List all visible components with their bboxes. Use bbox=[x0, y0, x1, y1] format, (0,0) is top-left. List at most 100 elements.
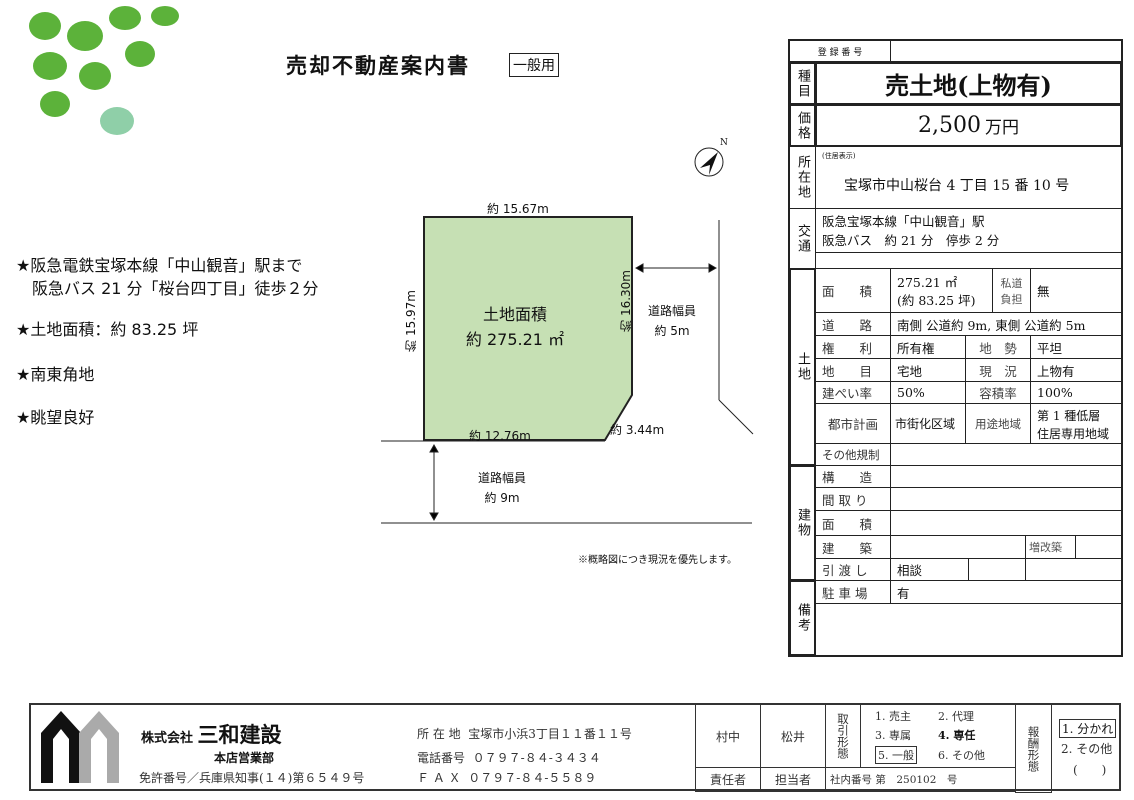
dim-corner: 約 3.44m bbox=[610, 423, 665, 437]
city-value: 市街化区域 bbox=[890, 403, 966, 444]
city-label: 都市計画 bbox=[815, 403, 891, 444]
point: ★阪急電鉄宝塚本線「中山観音」駅まで bbox=[16, 256, 303, 275]
building-label: 建物 bbox=[789, 465, 816, 581]
area-label: 面 積 bbox=[815, 268, 891, 313]
right-label: 権 利 bbox=[815, 335, 891, 359]
footer: 株式会社 三和建設 本店営業部 免許番号／兵庫県知事(１４)第６５４９号 所 在… bbox=[29, 703, 1121, 793]
staff-person: 松井 bbox=[760, 704, 826, 768]
deal-option: 1. 売主 bbox=[875, 710, 911, 724]
point: ★南東角地 bbox=[16, 365, 95, 384]
other-label: その他規制 bbox=[815, 443, 891, 466]
fee-option: ( ) bbox=[1073, 763, 1107, 777]
responsible-label: 責任者 bbox=[695, 767, 761, 792]
company-prefix: 株式会社 bbox=[141, 731, 194, 746]
dim-top: 約 15.67m bbox=[487, 202, 549, 216]
road-value: 南側 公道約 9m, 東側 公道約 5m bbox=[890, 312, 1122, 336]
company-logo bbox=[41, 711, 119, 783]
south-road-label: 道路幅員約 9m bbox=[478, 471, 527, 505]
fee-option: 2. その他 bbox=[1061, 742, 1113, 756]
far-label: 容積率 bbox=[965, 381, 1031, 404]
terrain-value: 平坦 bbox=[1030, 335, 1122, 359]
east-road-label: 道路幅員約 5m bbox=[648, 304, 697, 338]
diagram-note: ※概略図につき現況を優先します。 bbox=[578, 555, 737, 566]
reg-label: 登 録 番 号 bbox=[789, 40, 891, 62]
parking-value: 有 bbox=[890, 580, 1122, 604]
handover-extra bbox=[968, 558, 1026, 581]
title-badge: 一般用 bbox=[509, 53, 559, 77]
layout-label: 間 取 り bbox=[815, 487, 891, 511]
handover-value: 相談 bbox=[890, 558, 969, 581]
road-label: 道 路 bbox=[815, 312, 891, 336]
page-title: 売却不動産案内書 bbox=[286, 53, 470, 78]
far-value: 100% bbox=[1030, 381, 1122, 404]
bcr-value: 50% bbox=[890, 381, 966, 404]
tel: ０７９７-８４-３４３４ bbox=[472, 751, 601, 765]
parking-label: 駐 車 場 bbox=[815, 580, 891, 604]
traffic-value: 阪急宝塚本線「中山観音」駅阪急バス 約 21 分 停歩 2 分 bbox=[815, 208, 1122, 253]
east-road-arrow bbox=[634, 263, 718, 273]
dim-left: 約 15.97m bbox=[404, 290, 418, 352]
internal-number: 社内番号 第 250102 号 bbox=[825, 767, 1016, 792]
price-value: 2,500 万円 bbox=[815, 104, 1122, 147]
license: 免許番号／兵庫県知事(１４)第６５４９号 bbox=[139, 771, 365, 785]
area-label: 土地面積約 275.21 ㎡ bbox=[465, 305, 565, 349]
dim-right: 約 16.30m bbox=[619, 270, 633, 332]
fax: ０７９７-８４-５５８９ bbox=[468, 771, 597, 785]
built-label: 建 築 bbox=[815, 535, 891, 559]
category-label: 地 目 bbox=[815, 358, 891, 382]
type-label: 種目 bbox=[789, 62, 816, 105]
loc-value: (住居表示)宝塚市中山桜台 4 丁目 15 番 10 号 bbox=[815, 146, 1122, 209]
traffic-label: 交通 bbox=[789, 208, 816, 269]
compass-icon bbox=[694, 147, 724, 177]
addr-label: 所 在 地 bbox=[417, 727, 461, 741]
struct-label: 構 造 bbox=[815, 465, 891, 488]
traffic-extra bbox=[815, 252, 1122, 269]
renovation-value bbox=[1075, 535, 1122, 559]
price-label: 価格 bbox=[789, 104, 816, 147]
fee-type-label: 報酬形態 bbox=[1015, 704, 1052, 793]
selling-points: ★阪急電鉄宝塚本線「中山観音」駅まで 阪急バス 21 分「桜台四丁目」徒歩２分 … bbox=[16, 254, 319, 429]
addr: 宝塚市小浜3丁目１１番１１号 bbox=[468, 727, 632, 741]
area-value: 275.21 ㎡(約 83.25 坪) bbox=[890, 268, 993, 313]
lot-shape bbox=[423, 216, 633, 441]
deal-option: 6. その他 bbox=[938, 748, 985, 762]
company-name: 三和建設 bbox=[197, 722, 282, 747]
tel-label: 電話番号 bbox=[417, 751, 466, 765]
dim-bottom: 約 12.76m bbox=[469, 429, 531, 443]
handover-label: 引 渡 し bbox=[815, 558, 891, 581]
other-value bbox=[890, 443, 1122, 466]
built-value bbox=[890, 535, 1026, 559]
terrain-label: 地 勢 bbox=[965, 335, 1031, 359]
struct-value bbox=[890, 465, 1122, 488]
private-road-value: 無 bbox=[1030, 268, 1122, 313]
staff-label: 担当者 bbox=[760, 767, 826, 792]
south-road-arrow bbox=[429, 443, 439, 522]
loc-label: 所在地 bbox=[789, 146, 816, 209]
type-value: 売土地(上物有) bbox=[815, 62, 1122, 105]
zone-value: 第 1 種低層住居専用地域 bbox=[1030, 403, 1122, 444]
point: 阪急バス 21 分「桜台四丁目」徒歩２分 bbox=[16, 279, 319, 298]
building-area-value bbox=[890, 510, 1122, 536]
private-road-label: 私道負担 bbox=[992, 268, 1031, 313]
reg-value bbox=[890, 40, 1122, 62]
deal-option-selected: 5. 一般 bbox=[875, 745, 917, 764]
land-label: 土地 bbox=[789, 268, 816, 466]
renovation-label: 増改築 bbox=[1025, 535, 1076, 559]
handover-extra-2 bbox=[1025, 558, 1122, 581]
deal-option: 2. 代理 bbox=[938, 710, 974, 724]
category-value: 宅地 bbox=[890, 358, 966, 382]
building-area-label: 面 積 bbox=[815, 510, 891, 536]
status-label: 現 況 bbox=[965, 358, 1031, 382]
fax-label: Ｆ Ａ Ｘ bbox=[417, 771, 461, 785]
remarks-value bbox=[815, 603, 1122, 656]
remarks-label: 備考 bbox=[789, 580, 816, 656]
zone-label: 用途地域 bbox=[965, 403, 1031, 444]
leaves-decoration bbox=[29, 6, 179, 135]
status-value: 上物有 bbox=[1030, 358, 1122, 382]
fee-option-selected: 1. 分かれ bbox=[1059, 719, 1117, 738]
right-value: 所有権 bbox=[890, 335, 966, 359]
deal-type-label: 取引形態 bbox=[825, 704, 861, 768]
compass-label: N bbox=[720, 138, 728, 148]
branch: 本店営業部 bbox=[214, 751, 275, 765]
